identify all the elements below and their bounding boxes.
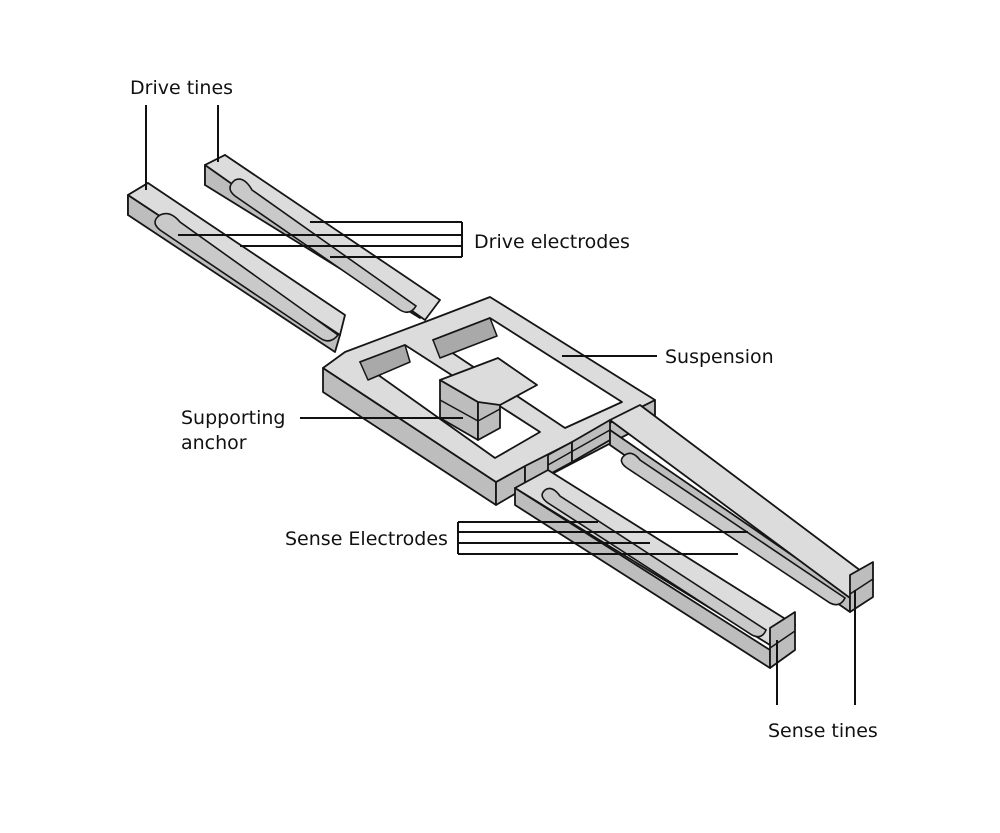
sense-tine-right	[609, 404, 874, 613]
drive-tines-label: Drive tines	[130, 77, 233, 99]
leader-lines	[145, 105, 856, 705]
suspension-label: Suspension	[665, 346, 774, 368]
drive-electrodes-label: Drive electrodes	[474, 231, 630, 253]
sense-electrodes-label: Sense Electrodes	[285, 528, 448, 550]
supporting-anchor-label-line1: Supporting	[181, 407, 286, 429]
supporting-anchor-label-line2: anchor	[181, 432, 247, 454]
supporting-anchor-block	[439, 357, 538, 441]
drive-tine-right	[204, 154, 441, 321]
drive-tine-left	[127, 182, 346, 353]
sense-tines-label: Sense tines	[768, 720, 878, 742]
